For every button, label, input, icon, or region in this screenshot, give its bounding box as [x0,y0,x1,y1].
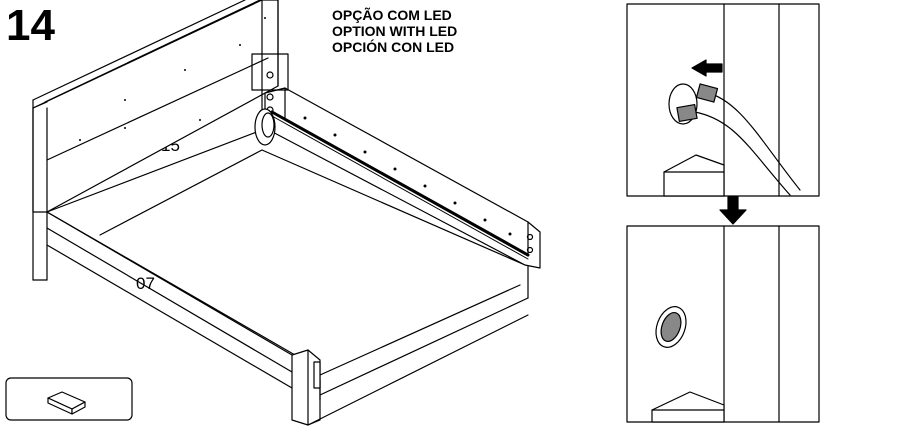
led-option-title: OPÇÃO COM LED OPTION WITH LED OPCIÓN CON… [332,7,457,55]
led-option-en: OPTION WITH LED [332,23,458,39]
led-option-pt: OPÇÃO COM LED [332,7,452,23]
bed-frame [46,129,529,426]
hardware-box [5,377,133,421]
side-rail-top [251,53,541,269]
part-label-side-rail-bottom: 07 [136,274,155,293]
led-option-es: OPCIÓN CON LED [332,39,455,55]
detail-panel-1 [626,3,820,197]
step-number: 14 [6,1,55,50]
detail-panel-2 [626,225,820,423]
down-arrow [719,196,747,225]
side-rail-bottom [46,211,293,356]
headboard [32,0,279,281]
